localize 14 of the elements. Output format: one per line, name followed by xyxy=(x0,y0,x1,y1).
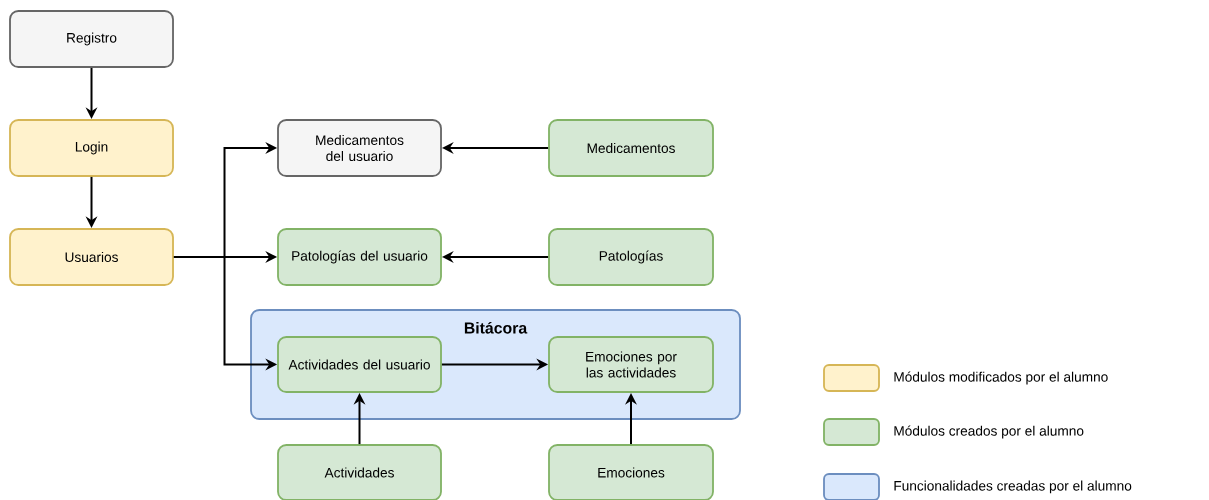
process-box: Medicamentos del usuario xyxy=(277,119,442,177)
process-box: Usuarios xyxy=(9,228,174,286)
legend-label: Módulos creados por el alumno xyxy=(894,425,1084,439)
legend-label: Funcionalidades creadas por el alumno xyxy=(894,480,1132,494)
process-box: Login xyxy=(9,119,174,177)
process-box: Actividades xyxy=(277,444,442,500)
legend-label: Módulos modificados por el alumno xyxy=(894,371,1108,385)
process-box: Emociones xyxy=(548,444,714,500)
process-box: Actividades del usuario xyxy=(277,336,442,393)
process-box: Emociones por las actividades xyxy=(548,336,714,393)
process-box: Registro xyxy=(9,10,174,68)
process-box: Patologías xyxy=(548,228,714,286)
process-box: Patologías del usuario xyxy=(277,228,442,286)
process-box: Medicamentos xyxy=(548,119,714,177)
